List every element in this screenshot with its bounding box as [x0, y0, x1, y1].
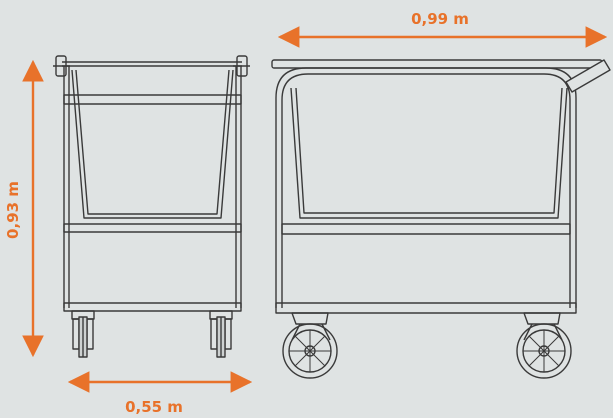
cart-side-view	[271, 59, 611, 379]
height-label: 0,93 m	[4, 181, 22, 239]
cart-front-view	[53, 55, 250, 358]
dimension-arrows	[22, 26, 608, 393]
width-label: 0,99 m	[411, 10, 469, 28]
depth-label: 0,55 m	[125, 398, 183, 416]
